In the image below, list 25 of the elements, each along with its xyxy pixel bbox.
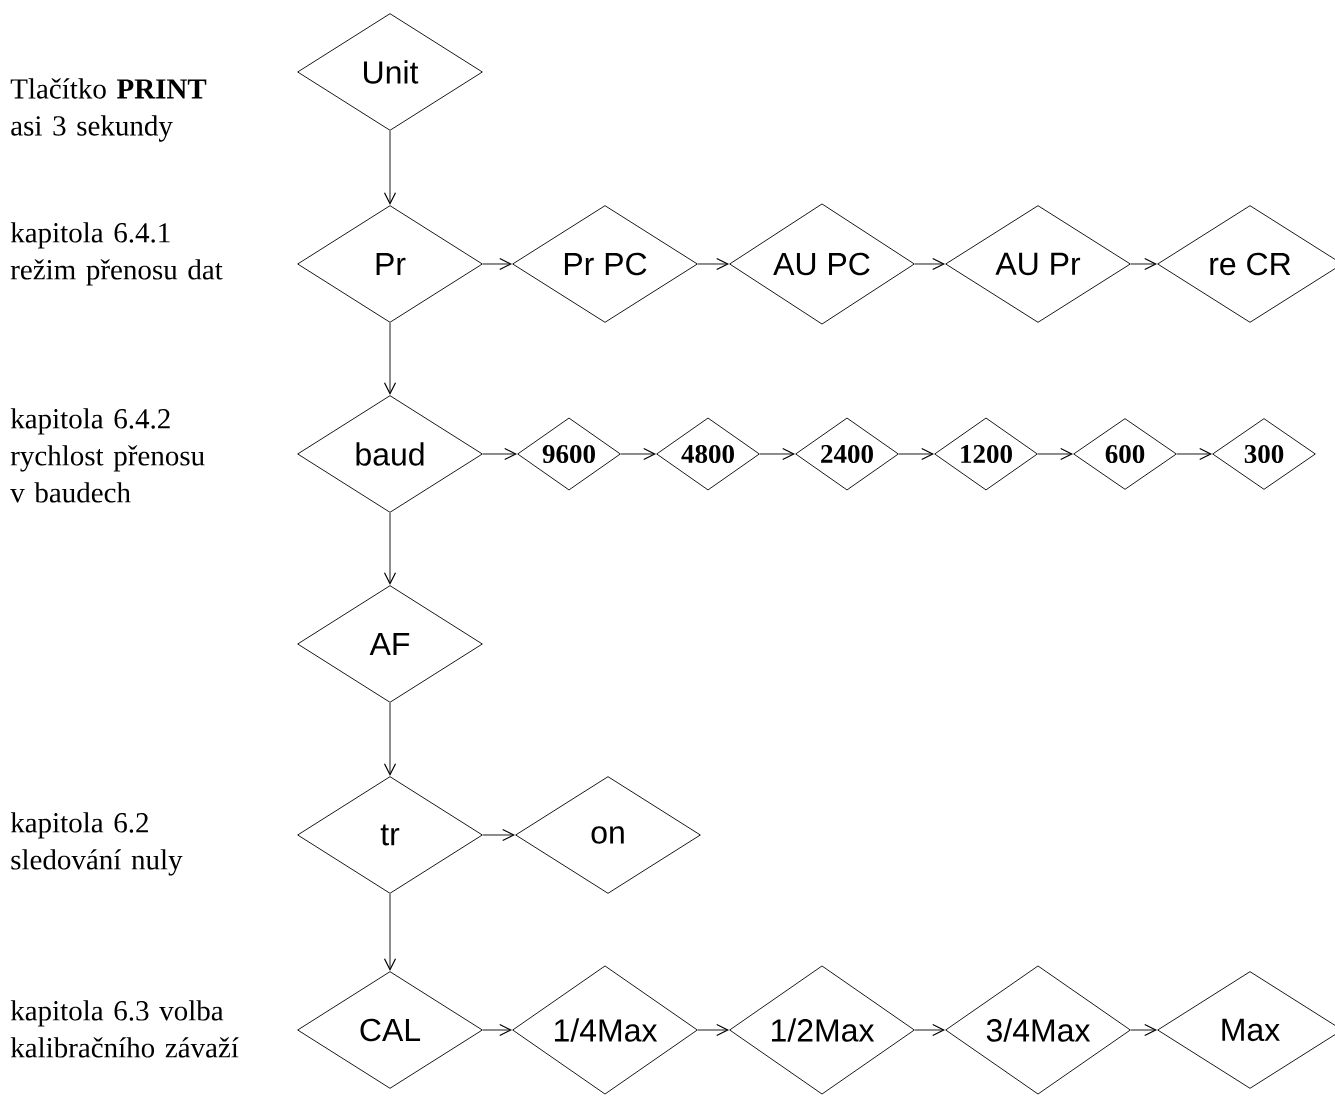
arrow [383, 130, 397, 206]
arrow [1037, 447, 1074, 461]
arrow [482, 447, 518, 461]
arrow [482, 828, 516, 842]
note-text: kapitola 6.4.2 rychlost přenosu v baudech [10, 408, 205, 503]
arrow [1130, 257, 1158, 271]
note-text: Tlačítko PRINT asi 3 sekundy [10, 78, 207, 142]
arrow [383, 322, 397, 396]
arrow [383, 512, 397, 586]
arrow [1130, 1023, 1158, 1037]
arrow [914, 1023, 946, 1037]
arrow [482, 1023, 513, 1037]
arrow [759, 447, 796, 461]
arrow [697, 257, 730, 271]
arrow [697, 1023, 730, 1037]
arrow [898, 447, 935, 461]
arrow [1176, 447, 1213, 461]
note-text: kapitola 6.4.1 režim přenosu dat [10, 222, 223, 286]
arrow [620, 447, 657, 461]
arrow [914, 257, 946, 271]
arrow [383, 702, 397, 777]
note-text: kapitola 6.3 volba kalibračního závaží [10, 1000, 239, 1058]
arrow [383, 893, 397, 972]
note-text: kapitola 6.2 sledování nuly [10, 812, 183, 876]
arrow [482, 257, 513, 271]
